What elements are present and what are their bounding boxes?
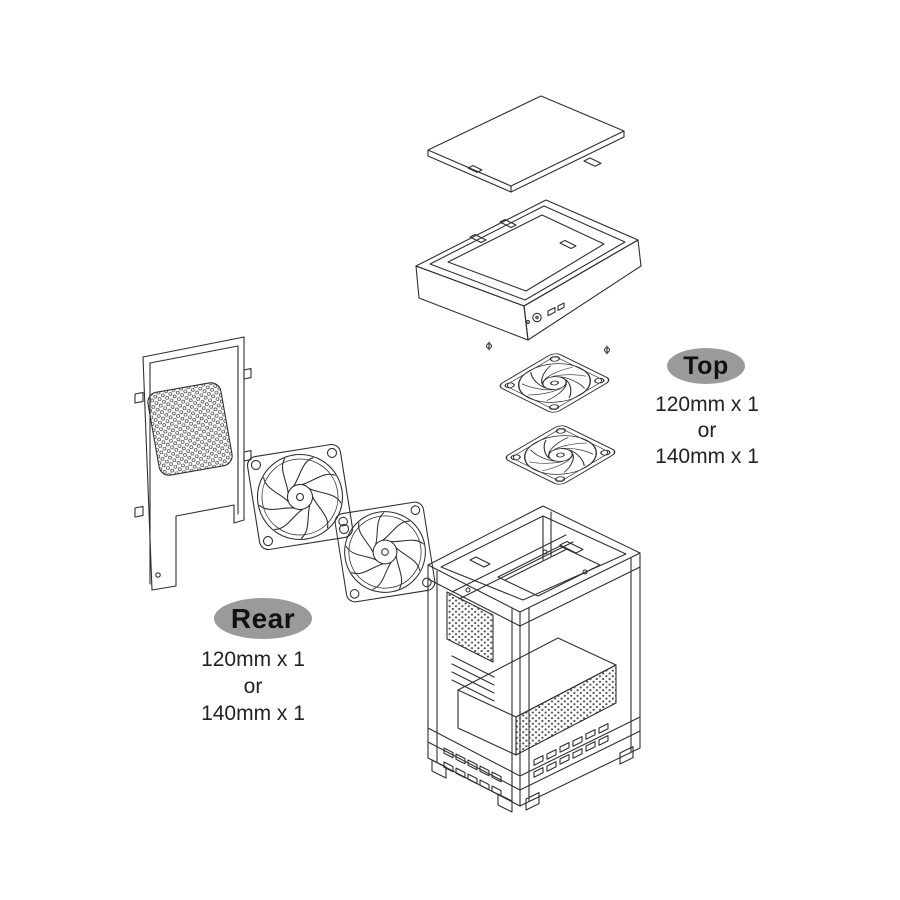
top-spec-line-1: 120mm x 1 — [655, 393, 759, 416]
rear-spec-line-3: 140mm x 1 — [201, 702, 305, 725]
top-label-badge: Top — [667, 348, 745, 384]
top-frame-drawing — [415, 199, 642, 355]
rear-spec-line-1: 120mm x 1 — [201, 648, 305, 671]
top-fan-2-drawing — [505, 425, 616, 485]
top-cover-panel-drawing — [427, 95, 625, 193]
rear-fan-spec: 120mm x 1 or 140mm x 1 — [183, 646, 323, 727]
top-spec-line-2: or — [697, 419, 717, 442]
top-spec-line-3: 140mm x 1 — [655, 445, 759, 468]
top-fan-spec: 120mm x 1 or 140mm x 1 — [636, 392, 778, 470]
chassis-drawing — [427, 505, 641, 813]
rear-label-badge: Rear — [214, 598, 312, 639]
rear-panel-drawing — [134, 336, 252, 591]
top-fan-1-drawing — [499, 353, 610, 413]
rear-fan-1-drawing — [246, 443, 354, 551]
rear-fan-2-drawing — [334, 501, 436, 603]
rear-spec-line-2: or — [243, 675, 263, 698]
